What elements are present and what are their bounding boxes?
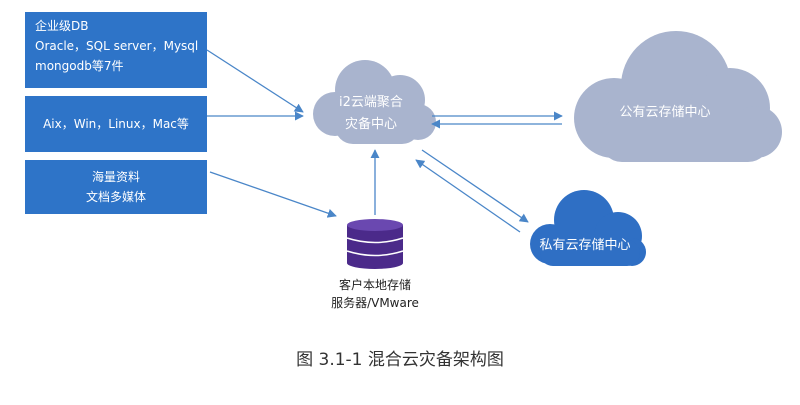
- arrow-i2-to-private: [421, 149, 529, 223]
- private-cloud-shape: [530, 190, 646, 266]
- os-platforms-box: Aix，Win，Linux，Mac等: [25, 96, 207, 152]
- arrow-media-to-db: [209, 171, 337, 218]
- media-data-line2: 文档多媒体: [85, 190, 146, 204]
- i2-cloud-label-line2: 灾备中心: [344, 117, 397, 132]
- media-data-line1: 海量资料: [91, 170, 140, 184]
- i2-cloud-label-line1: i2云端聚合: [339, 95, 403, 110]
- database-icon: [346, 219, 404, 269]
- arrow-private-to-i2: [415, 159, 521, 233]
- enterprise-db-line2: mongodb等7件: [35, 59, 124, 73]
- enterprise-db-box: 企业级DB Oracle，SQL server，Mysql mongodb等7件: [25, 12, 207, 88]
- local-server-label: 客户本地存储 服务器/VMware: [300, 276, 450, 312]
- i2-cloud-shape: [313, 60, 436, 144]
- i2-cloud-label: i2云端聚合 灾备中心: [316, 92, 426, 136]
- private-cloud-label: 私有云存储中心: [539, 238, 631, 253]
- public-cloud-shape: [574, 31, 782, 162]
- figure-caption: 图 3.1-1 混合云灾备架构图: [296, 350, 504, 370]
- public-cloud-label: 公有云存储中心: [619, 105, 711, 120]
- local-server-label-line2: 服务器/VMware: [331, 296, 419, 310]
- media-data-box: 海量资料 文档多媒体: [25, 160, 207, 214]
- os-platforms-text: Aix，Win，Linux，Mac等: [43, 117, 189, 131]
- enterprise-db-line1: Oracle，SQL server，Mysql: [35, 39, 199, 53]
- arrow-db-to-i2: [206, 49, 304, 113]
- enterprise-db-title: 企业级DB: [35, 19, 89, 33]
- local-server-label-line1: 客户本地存储: [338, 278, 411, 292]
